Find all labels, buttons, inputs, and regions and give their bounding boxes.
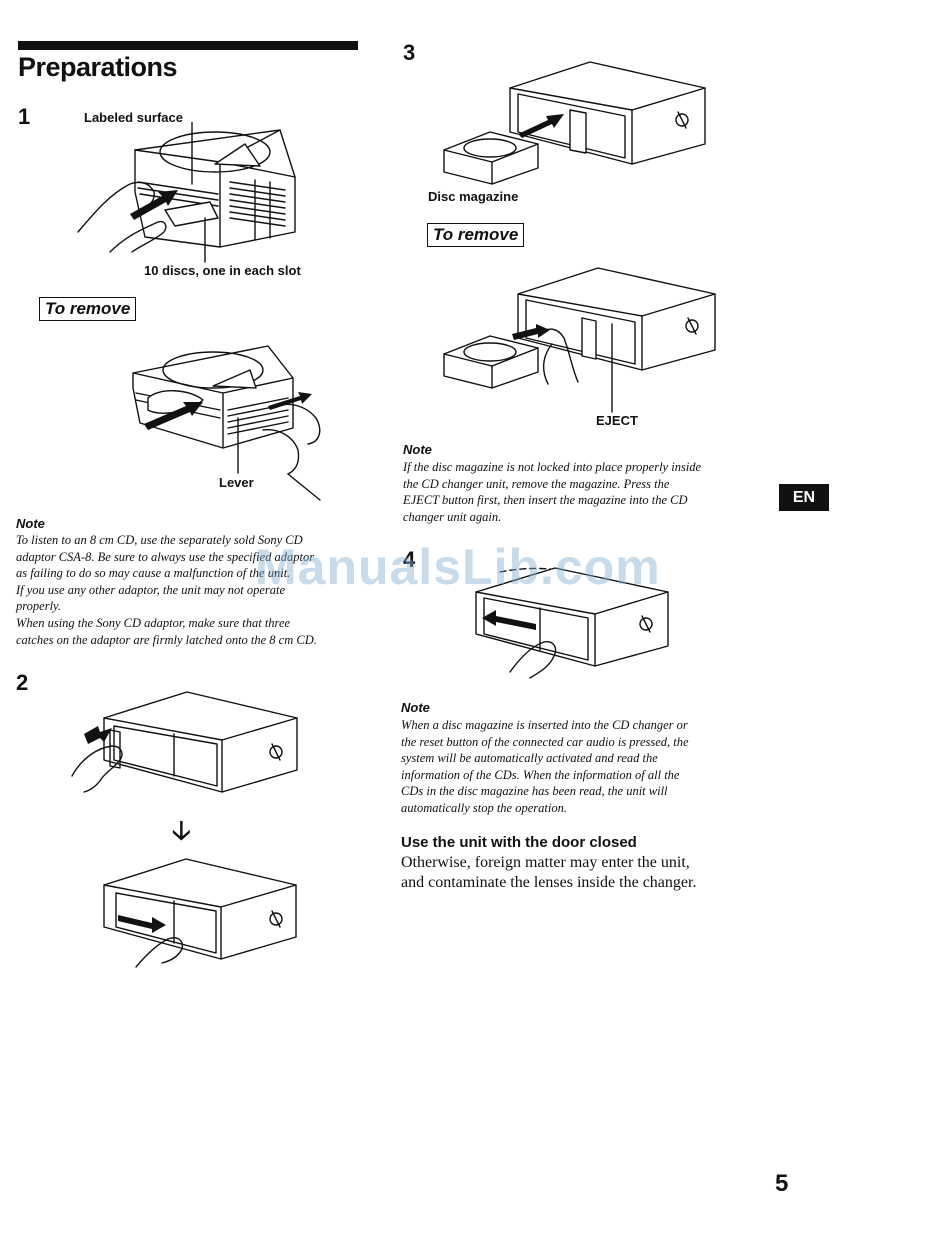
step-3-note: If the disc magazine is not locked into … bbox=[403, 459, 753, 525]
door-close-illustration bbox=[475, 567, 669, 679]
note-line: changer unit again. bbox=[403, 509, 502, 524]
body-line: Otherwise, foreign matter may enter the … bbox=[401, 854, 690, 871]
step-1-note: To listen to an 8 cm CD, use the separat… bbox=[16, 532, 366, 648]
lever-label: Lever bbox=[219, 475, 254, 490]
door-closed-heading: Use the unit with the door closed bbox=[401, 834, 637, 851]
labeled-surface-label: Labeled surface bbox=[84, 110, 183, 125]
to-remove-heading-2: To remove bbox=[427, 223, 525, 247]
note-line: CDs in the disc magazine has been read, … bbox=[401, 784, 668, 799]
disc-magazine-label: Disc magazine bbox=[428, 189, 519, 204]
body-line: and contaminate the lenses inside the ch… bbox=[401, 873, 697, 891]
note-line: EJECT button first, then insert the maga… bbox=[403, 493, 688, 508]
eject-label: EJECT bbox=[596, 413, 638, 428]
note-line: catches on the adaptor are firmly latche… bbox=[16, 632, 317, 647]
to-remove-heading-1: To remove bbox=[39, 297, 137, 321]
step-4-note: When a disc magazine is inserted into th… bbox=[401, 717, 751, 817]
watermark: ManualsLib.com bbox=[255, 539, 661, 595]
door-closed-text: Otherwise, foreign matter may enter the … bbox=[401, 853, 761, 892]
step-1-note-heading: Note bbox=[16, 516, 45, 531]
note-line: system will be automatically activated a… bbox=[401, 751, 658, 766]
note-line: When using the Sony CD adaptor, make sur… bbox=[16, 615, 291, 630]
step-2-number: 2 bbox=[16, 670, 29, 695]
note-line: If the disc magazine is not locked into … bbox=[403, 460, 702, 474]
note-line: To listen to an 8 cm CD, use the separat… bbox=[16, 533, 303, 547]
note-line: the CD changer unit, remove the magazine… bbox=[403, 476, 670, 491]
ten-discs-label: 10 discs, one in each slot bbox=[144, 263, 301, 278]
note-line: automatically stop the operation. bbox=[401, 800, 567, 815]
magazine-insert-illustration bbox=[443, 61, 706, 185]
arrow-down-icon: 🡣 bbox=[172, 815, 191, 845]
note-line: adaptor CSA-8. Be sure to always use the… bbox=[16, 549, 315, 564]
step-3-number: 3 bbox=[403, 40, 416, 65]
step-4-number: 4 bbox=[403, 547, 416, 572]
door-open-illustration bbox=[71, 691, 298, 793]
header-rule bbox=[18, 41, 358, 50]
page-title: Preparations bbox=[18, 52, 178, 82]
note-line: the reset button of the connected car au… bbox=[401, 734, 689, 749]
note-line: When a disc magazine is inserted into th… bbox=[401, 718, 688, 732]
eject-illustration bbox=[443, 267, 716, 413]
magazine-removal-illustration bbox=[132, 345, 321, 501]
page-number: 5 bbox=[775, 1170, 789, 1197]
step-3-note-heading: Note bbox=[403, 442, 432, 457]
language-tab-en: EN bbox=[779, 484, 829, 511]
note-line: If you use any other adaptor, the unit m… bbox=[16, 582, 286, 597]
note-line: as failing to do so may cause a malfunct… bbox=[16, 566, 291, 581]
step-4-note-heading: Note bbox=[401, 700, 430, 715]
note-line: information of the CDs. When the informa… bbox=[401, 767, 680, 782]
door-slide-illustration bbox=[103, 858, 297, 968]
step-1-number: 1 bbox=[18, 104, 31, 129]
magazine-loading-illustration bbox=[77, 122, 296, 263]
note-line: properly. bbox=[16, 599, 62, 614]
